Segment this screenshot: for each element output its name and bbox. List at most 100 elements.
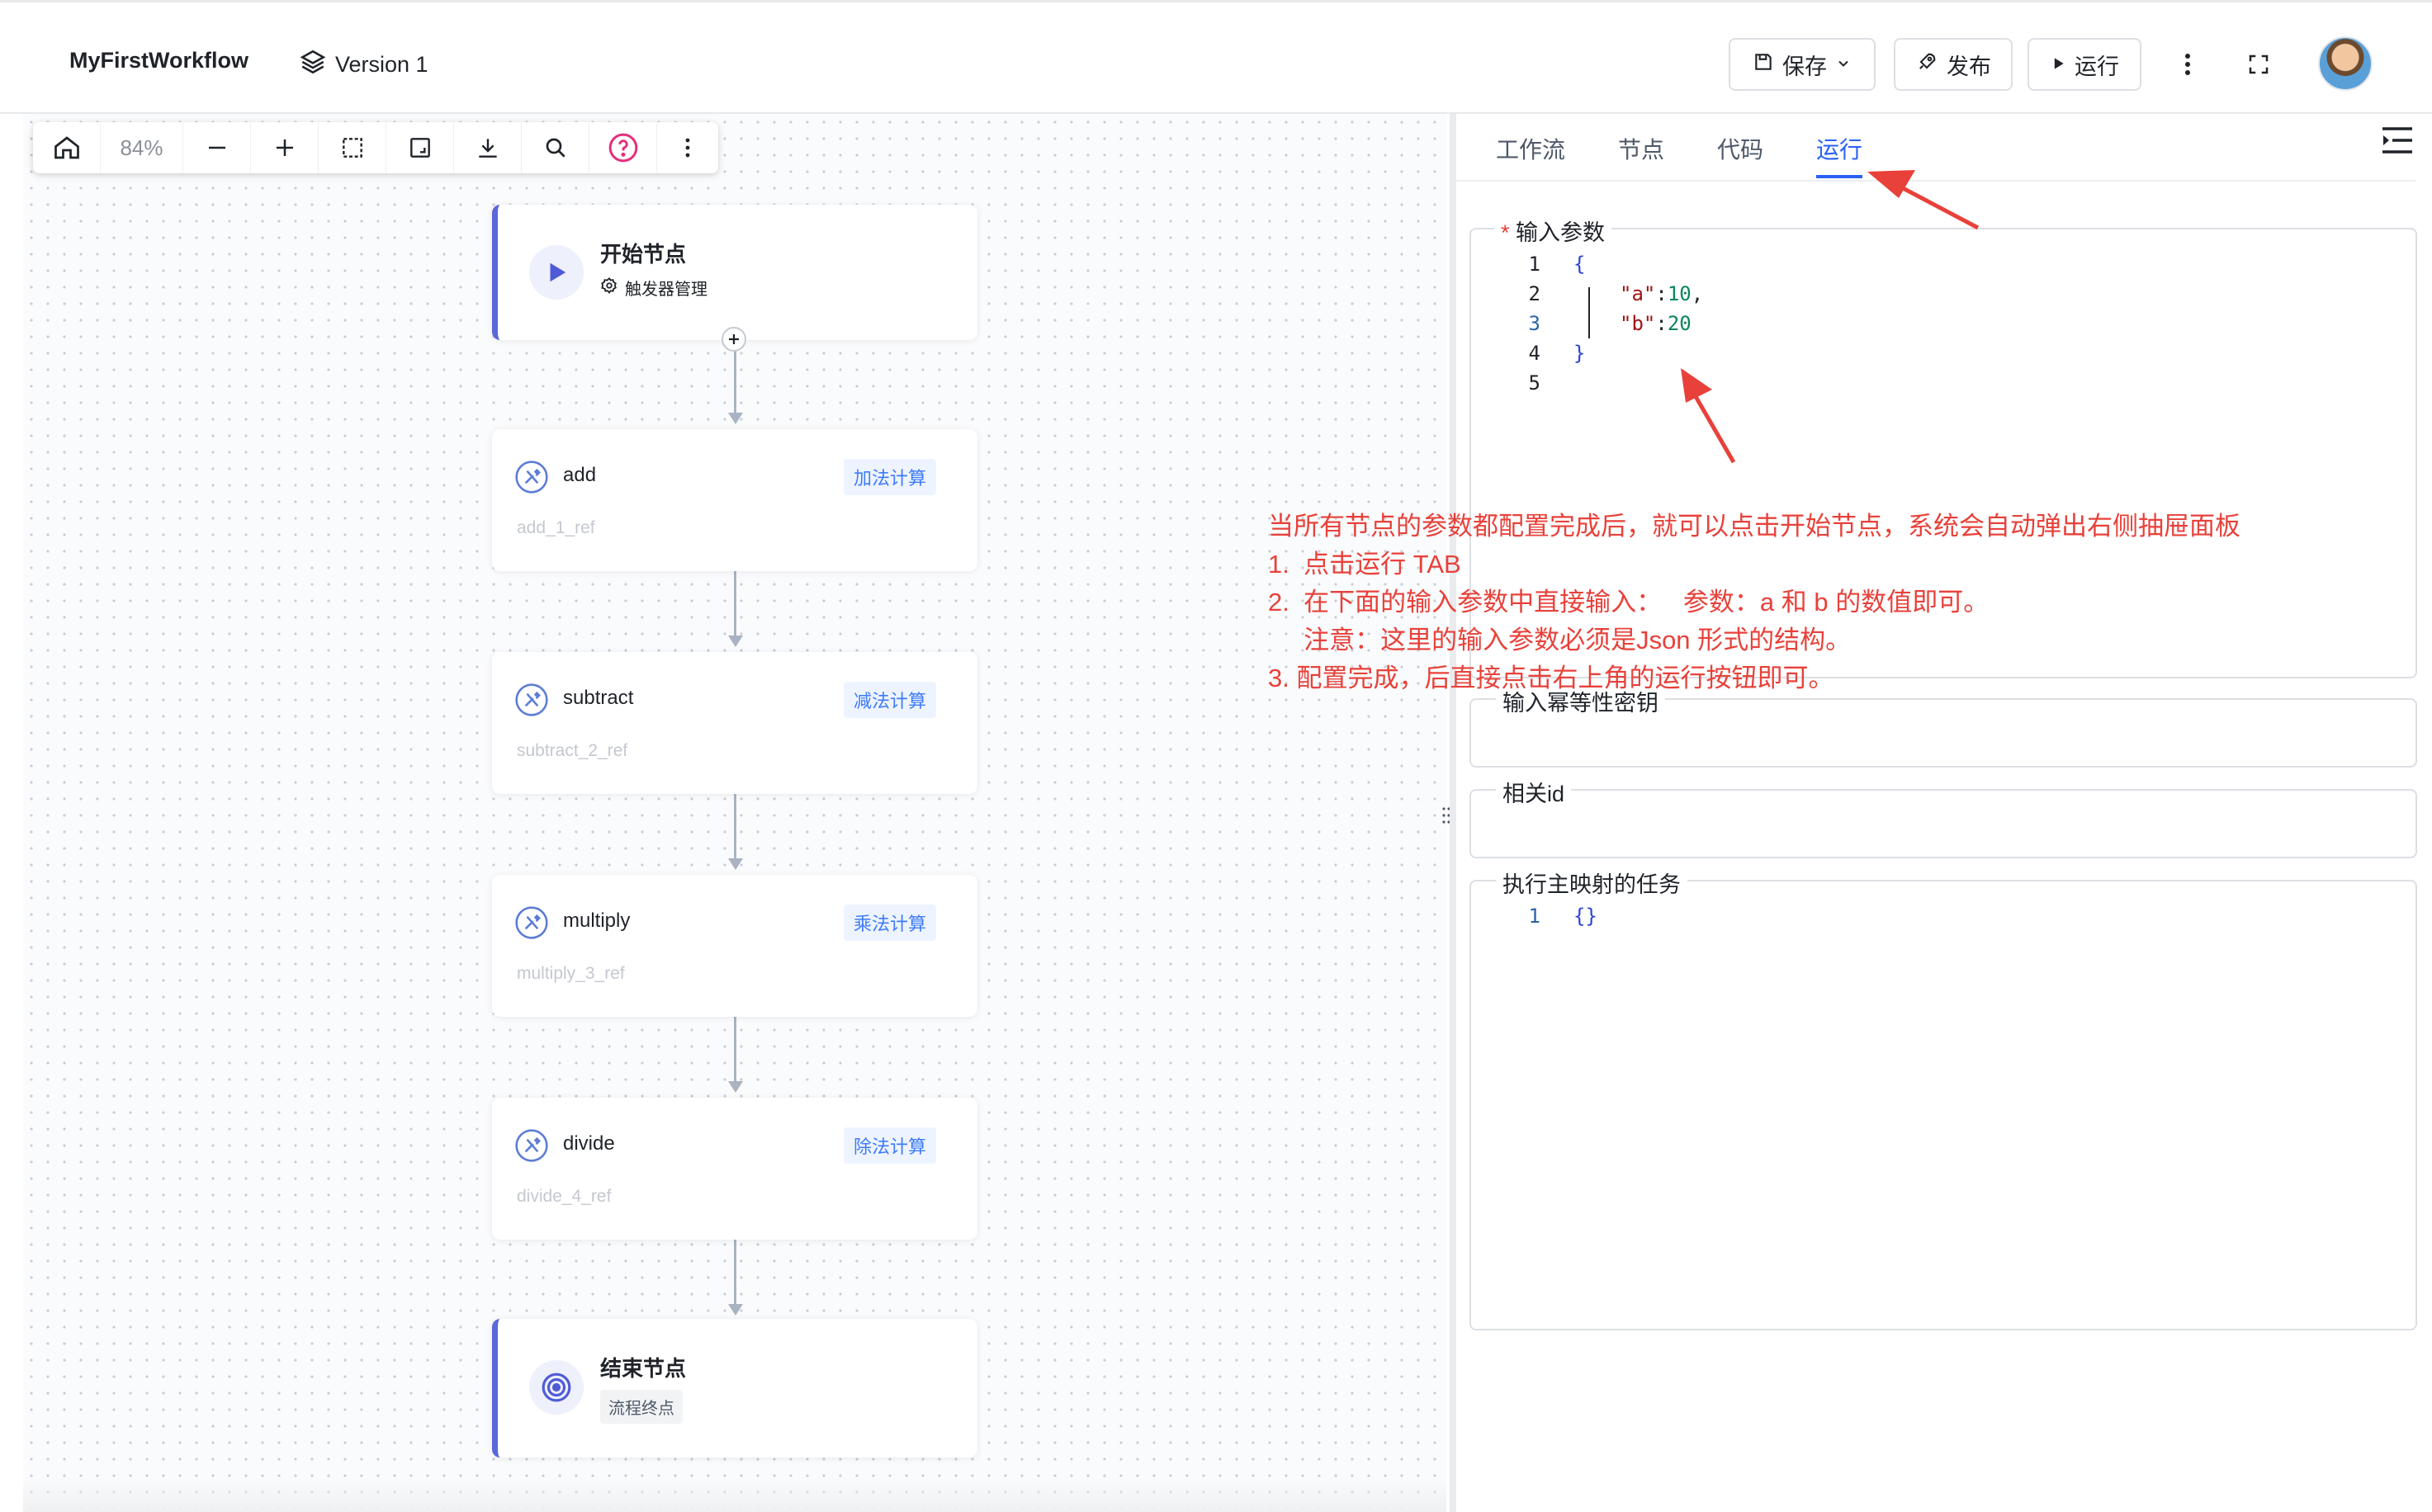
annotation-line-1: 当所有节点的参数都配置完成后，就可以点击开始节点，系统会自动弹出右侧抽屉面板 [1268, 512, 2240, 541]
json-colon: : [1655, 282, 1668, 305]
fit-view-icon[interactable] [319, 122, 386, 173]
edge-start-add [734, 340, 736, 421]
minimap-icon[interactable] [386, 122, 454, 173]
node-ref: divide_4_ref [517, 1187, 612, 1206]
node-tag: 减法计算 [844, 682, 937, 718]
tab-code[interactable]: 代码 [1717, 137, 1764, 163]
publish-label: 发布 [1947, 54, 1991, 79]
code-text: { [1573, 253, 1586, 276]
layers-icon [299, 48, 327, 82]
add-node-plus-icon[interactable] [722, 327, 746, 352]
run-label: 运行 [2075, 54, 2119, 79]
line-number: 5 [1528, 371, 1540, 395]
line-number: 4 [1528, 342, 1540, 365]
tool-icon [513, 459, 550, 499]
end-node-title: 结束节点 [600, 1356, 687, 1381]
node-title: add [563, 464, 597, 486]
input-params-label: * 输入参数 [1494, 215, 1612, 247]
edge-divide-end [734, 1240, 736, 1312]
edge-multiply-divide [734, 1017, 736, 1089]
subtract-node[interactable]: subtract 减法计算 subtract_2_ref [492, 652, 977, 794]
code-text: {} [1573, 905, 1597, 928]
home-icon[interactable] [33, 122, 101, 173]
code-line: 1{ [1516, 249, 1703, 279]
gear-icon [600, 276, 618, 300]
more-vertical-icon[interactable] [2166, 43, 2209, 86]
zoom-in-icon[interactable] [251, 122, 319, 173]
code-line: 3"b":20 [1516, 309, 1703, 338]
edge-arrow [728, 1081, 743, 1093]
tab-run[interactable]: 运行 [1816, 137, 1863, 163]
collapse-panel-icon[interactable] [2381, 125, 2414, 159]
line-number: 1 [1528, 905, 1540, 928]
tab-workflow[interactable]: 工作流 [1496, 137, 1566, 163]
play-icon [2050, 52, 2066, 78]
line-number: 3 [1528, 312, 1540, 335]
annotation-line-5: 3. 配置完成，后直接点击右上角的运行按钮即可。 [1268, 664, 1834, 692]
tool-icon [513, 1127, 550, 1168]
version-label: Version 1 [335, 52, 428, 77]
related-id-label: 相关id [1496, 776, 1572, 808]
input-params-field[interactable] [1469, 228, 2417, 678]
help-icon[interactable] [589, 122, 657, 173]
zoom-out-icon[interactable] [183, 122, 251, 173]
drag-handle-icon[interactable] [1441, 806, 1451, 829]
related-id-input[interactable] [1469, 789, 2417, 858]
json-value: 20 [1667, 312, 1692, 335]
tab-node[interactable]: 节点 [1618, 137, 1665, 163]
json-key: "a" [1620, 282, 1656, 305]
indent-guide [1588, 287, 1590, 338]
required-mark: * [1501, 220, 1510, 245]
trigger-manager-link[interactable]: 触发器管理 [600, 276, 707, 300]
trigger-manager-label: 触发器管理 [625, 281, 707, 299]
add-node[interactable]: add 加法计算 add_1_ref [492, 429, 977, 571]
idempotency-key-label: 输入幂等性密钥 [1496, 685, 1665, 717]
workflow-title[interactable]: MyFirstWorkflow [69, 48, 249, 73]
json-comma: , [1691, 282, 1704, 305]
zoom-level[interactable]: 84% [101, 122, 183, 173]
end-node-subtitle: 流程终点 [600, 1390, 683, 1424]
multiply-node[interactable]: multiply 乘法计算 multiply_3_ref [492, 875, 977, 1017]
left-edge [0, 114, 24, 1512]
node-title: multiply [563, 910, 631, 932]
json-editor[interactable]: 1{ 2"a":10, 3"b":20 4} 5 [1516, 249, 1704, 398]
canvas-bottom-fade [23, 1477, 1446, 1512]
toolbar-more-icon[interactable] [657, 122, 718, 173]
tool-icon [513, 905, 550, 945]
start-node-title: 开始节点 [600, 242, 687, 267]
fullscreen-icon[interactable] [2237, 43, 2280, 86]
target-icon [529, 1360, 584, 1415]
canvas-toolbar: 84% [33, 122, 718, 173]
arrow-to-run-tab [1867, 170, 1980, 230]
mapped-tasks-editor[interactable]: 1 {} [1516, 901, 1597, 931]
node-ref: multiply_3_ref [517, 964, 625, 983]
download-icon[interactable] [454, 122, 522, 173]
annotation-line-3: 2. 在下面的输入参数中直接输入： 参数：a 和 b 的数值即可。 [1268, 588, 1990, 617]
search-icon[interactable] [522, 122, 589, 173]
chevron-down-icon [1835, 52, 1852, 78]
rocket-icon [1915, 50, 1938, 79]
user-avatar[interactable] [2318, 36, 2373, 91]
end-node[interactable]: 结束节点 流程终点 [492, 1319, 977, 1458]
arrow-to-input-params [1681, 368, 1736, 464]
divide-node[interactable]: divide 除法计算 divide_4_ref [492, 1098, 977, 1240]
line-number: 1 [1528, 253, 1540, 276]
active-tab-indicator [1816, 175, 1862, 178]
mapped-tasks-field[interactable] [1469, 880, 2417, 1330]
code-line: 5 [1516, 368, 1703, 398]
save-button[interactable]: 保存 [1729, 38, 1876, 91]
edge-arrow [728, 858, 743, 870]
code-text: } [1573, 342, 1586, 365]
start-node[interactable]: 开始节点 触发器管理 [492, 205, 977, 340]
run-button[interactable]: 运行 [2027, 38, 2141, 91]
code-line: 4} [1516, 338, 1703, 368]
tool-icon [513, 682, 550, 722]
node-title: subtract [563, 687, 634, 709]
publish-button[interactable]: 发布 [1894, 38, 2013, 91]
node-title: divide [563, 1132, 615, 1155]
tabs-divider [1456, 180, 2415, 182]
version-selector[interactable]: Version 1 [299, 48, 428, 82]
annotation-line-2: 1. 点击运行 TAB [1268, 550, 1461, 579]
input-params-label-text: 输入参数 [1516, 220, 1606, 245]
